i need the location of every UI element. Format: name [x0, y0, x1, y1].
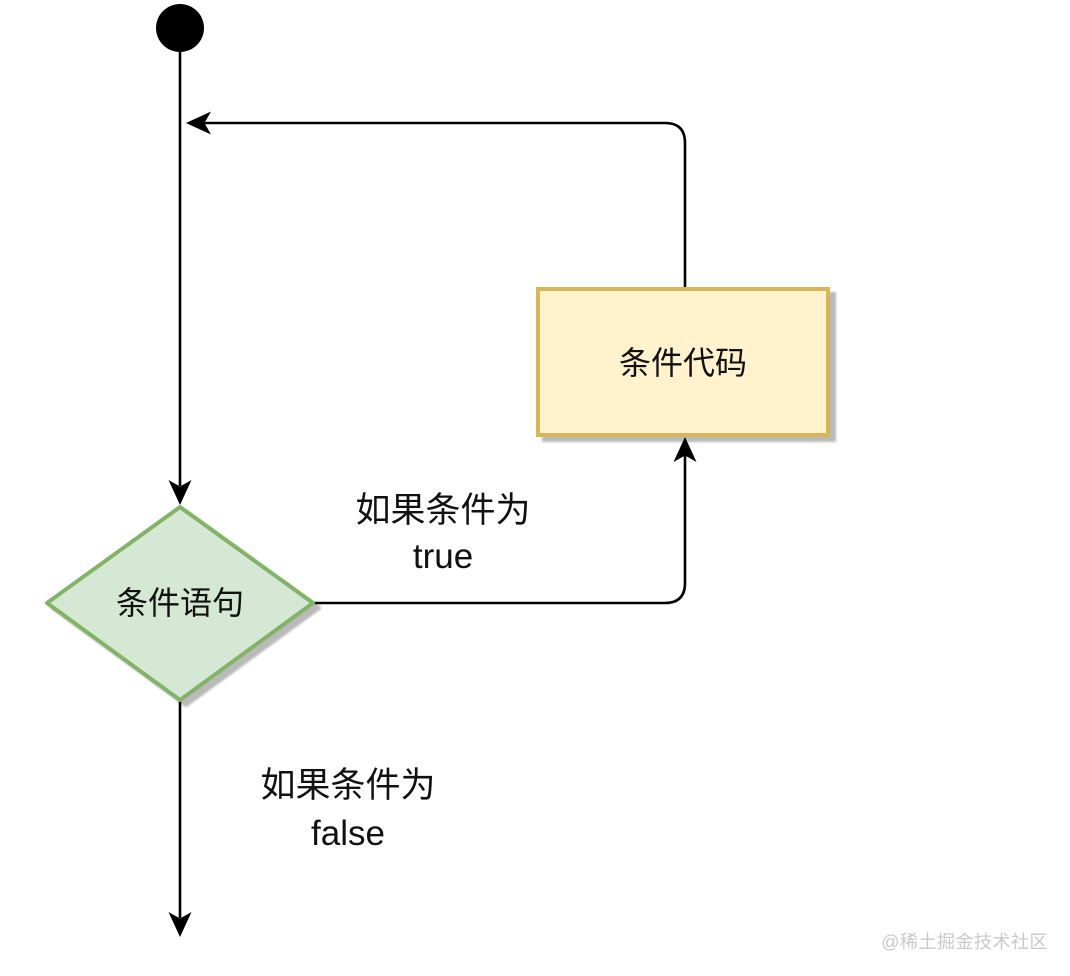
arrowhead-up-into-body-icon — [673, 437, 697, 462]
false-branch-label-line2: false — [311, 814, 385, 853]
true-branch-label-line1: 如果条件为 — [355, 491, 530, 530]
arrowhead-down-into-condition-icon — [168, 480, 192, 505]
condition-node-label: 条件语句 — [116, 585, 244, 621]
body-node — [536, 287, 830, 437]
arrowhead-left-loop-back-icon — [186, 111, 211, 135]
body-node-label: 条件代码 — [619, 345, 747, 381]
edge-true-branch — [313, 450, 687, 605]
condition-node — [45, 505, 315, 702]
edge-loop-back — [198, 121, 687, 289]
start-node — [156, 4, 204, 52]
arrowhead-down-exit-icon — [168, 912, 192, 937]
false-branch-label-line1: 如果条件为 — [260, 766, 435, 805]
watermark: @稀土掘金技术社区 — [881, 932, 1048, 952]
true-branch-label-line2: true — [413, 537, 473, 576]
